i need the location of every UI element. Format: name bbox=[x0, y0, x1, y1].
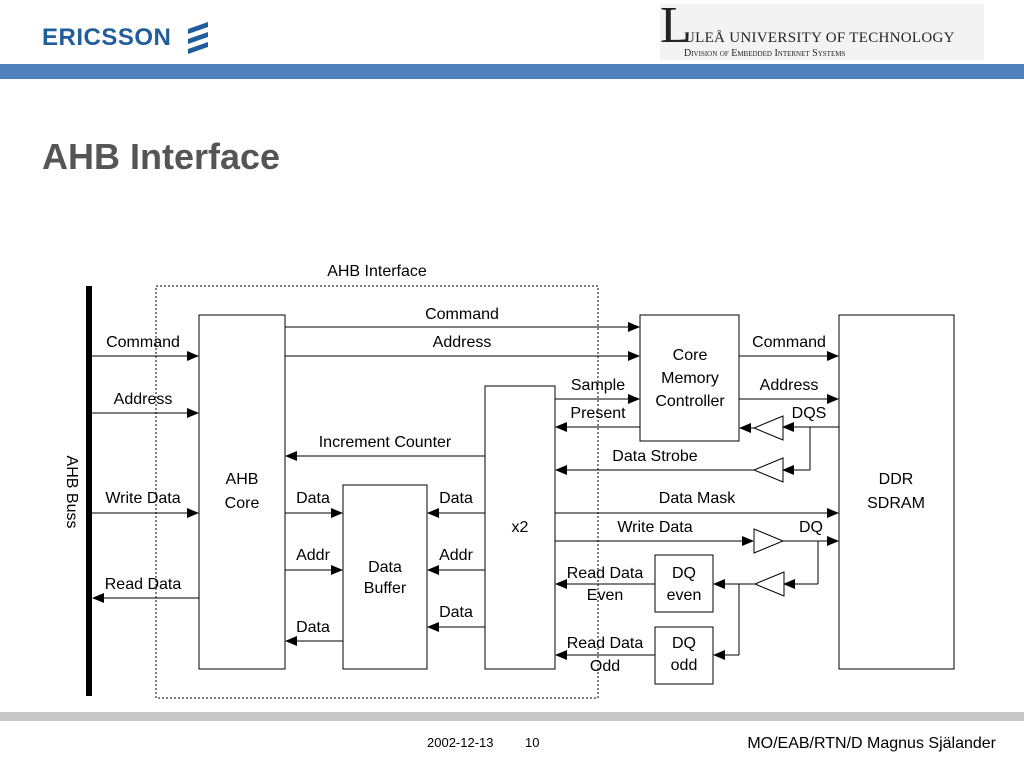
dq-even-label-line2: even bbox=[667, 587, 702, 604]
dq-output-driver-icon bbox=[753, 528, 785, 554]
bus-label: AHB Buss bbox=[63, 456, 80, 529]
ddr-command-label: Command bbox=[752, 334, 826, 351]
read-data-odd-label-line1: Read Data bbox=[567, 635, 644, 652]
university-name: ULEÅ UNIVERSITY OF TECHNOLOGY bbox=[684, 30, 955, 46]
controller-label-line2: Memory bbox=[661, 370, 719, 387]
ddr-sdram-label-line1: DDR bbox=[879, 471, 914, 488]
university-logo-initial: L bbox=[660, 0, 692, 54]
ahb-interface-boundary bbox=[155, 285, 599, 699]
dq-odd-label-line2: odd bbox=[671, 657, 698, 674]
read-data-even-label-line2: Even bbox=[587, 587, 623, 604]
ahb-core-block bbox=[198, 314, 286, 670]
slide-header: ERICSSON L ULEÅ UNIVERSITY OF TECHNOLOGY… bbox=[0, 0, 1024, 64]
x2-to-buffer-data-bottom-label: Data bbox=[439, 604, 473, 621]
dq-odd-label-line1: DQ bbox=[672, 635, 696, 652]
boundary-label: AHB Interface bbox=[327, 263, 427, 280]
data-mask-label: Data Mask bbox=[659, 490, 736, 507]
footer-date: 2002-12-13 bbox=[427, 735, 494, 750]
increment-counter-label: Increment Counter bbox=[319, 434, 452, 451]
dq-even-label-line1: DQ bbox=[672, 565, 696, 582]
x2-to-buffer-data-top-label: Data bbox=[439, 490, 473, 507]
dqs-input-buffer-icon bbox=[752, 457, 784, 483]
x2-label: x2 bbox=[512, 519, 529, 536]
ddr-sdram-block bbox=[838, 314, 955, 670]
header-accent-bar bbox=[0, 64, 1024, 79]
university-logo: L ULEÅ UNIVERSITY OF TECHNOLOGY Division… bbox=[660, 0, 984, 60]
read-data-even-label-line1: Read Data bbox=[567, 565, 644, 582]
ericsson-mark-icon bbox=[188, 22, 209, 54]
footer-page-number: 10 bbox=[525, 735, 540, 750]
bus-address-label: Address bbox=[114, 391, 173, 408]
dqs-output-driver-icon bbox=[752, 415, 784, 441]
address-label: Address bbox=[433, 334, 492, 351]
core-memory-controller-block bbox=[639, 314, 740, 442]
buffer-to-core-data-label: Data bbox=[296, 619, 330, 636]
ddr-address-label: Address bbox=[760, 377, 819, 394]
dq-even-block bbox=[654, 554, 714, 613]
controller-label-line1: Core bbox=[673, 347, 708, 364]
present-label: Present bbox=[570, 405, 626, 422]
dq-odd-block bbox=[654, 626, 714, 685]
command-label: Command bbox=[425, 306, 499, 323]
slide-title: AHB Interface bbox=[42, 136, 281, 177]
data-strobe-label: Data Strobe bbox=[612, 448, 697, 465]
x2-to-buffer-addr-label: Addr bbox=[439, 547, 473, 564]
data-buffer-label-line1: Data bbox=[368, 559, 402, 576]
controller-label-line3: Controller bbox=[655, 393, 725, 410]
dq-input-buffer-icon bbox=[753, 571, 785, 597]
bus-command-label: Command bbox=[106, 334, 180, 351]
data-buffer-label-line2: Buffer bbox=[364, 580, 407, 597]
core-to-buffer-addr-label: Addr bbox=[296, 547, 330, 564]
ahb-core-label-line1: AHB bbox=[226, 471, 259, 488]
x2-block bbox=[484, 385, 556, 670]
footer-bar bbox=[0, 712, 1024, 721]
bus-write-data-label: Write Data bbox=[105, 490, 180, 507]
core-to-buffer-data-label: Data bbox=[296, 490, 330, 507]
ddr-sdram-label-line2: SDRAM bbox=[867, 495, 925, 512]
read-data-odd-label-line2: Odd bbox=[590, 658, 620, 675]
dqs-label: DQS bbox=[792, 405, 827, 422]
sample-label: Sample bbox=[571, 377, 625, 394]
footer-author: MO/EAB/RTN/D Magnus Själander bbox=[747, 735, 996, 752]
ahb-bus-line bbox=[86, 286, 92, 696]
data-buffer-block bbox=[342, 484, 428, 670]
ericsson-logo-text: ERICSSON bbox=[42, 24, 172, 51]
ahb-core-label-line2: Core bbox=[225, 495, 260, 512]
dq-label: DQ bbox=[799, 519, 823, 536]
ericsson-logo: ERICSSON bbox=[42, 18, 211, 58]
write-data-label: Write Data bbox=[617, 519, 692, 536]
university-division: Division of Embedded Internet Systems bbox=[684, 48, 846, 59]
bus-read-data-label: Read Data bbox=[105, 576, 182, 593]
